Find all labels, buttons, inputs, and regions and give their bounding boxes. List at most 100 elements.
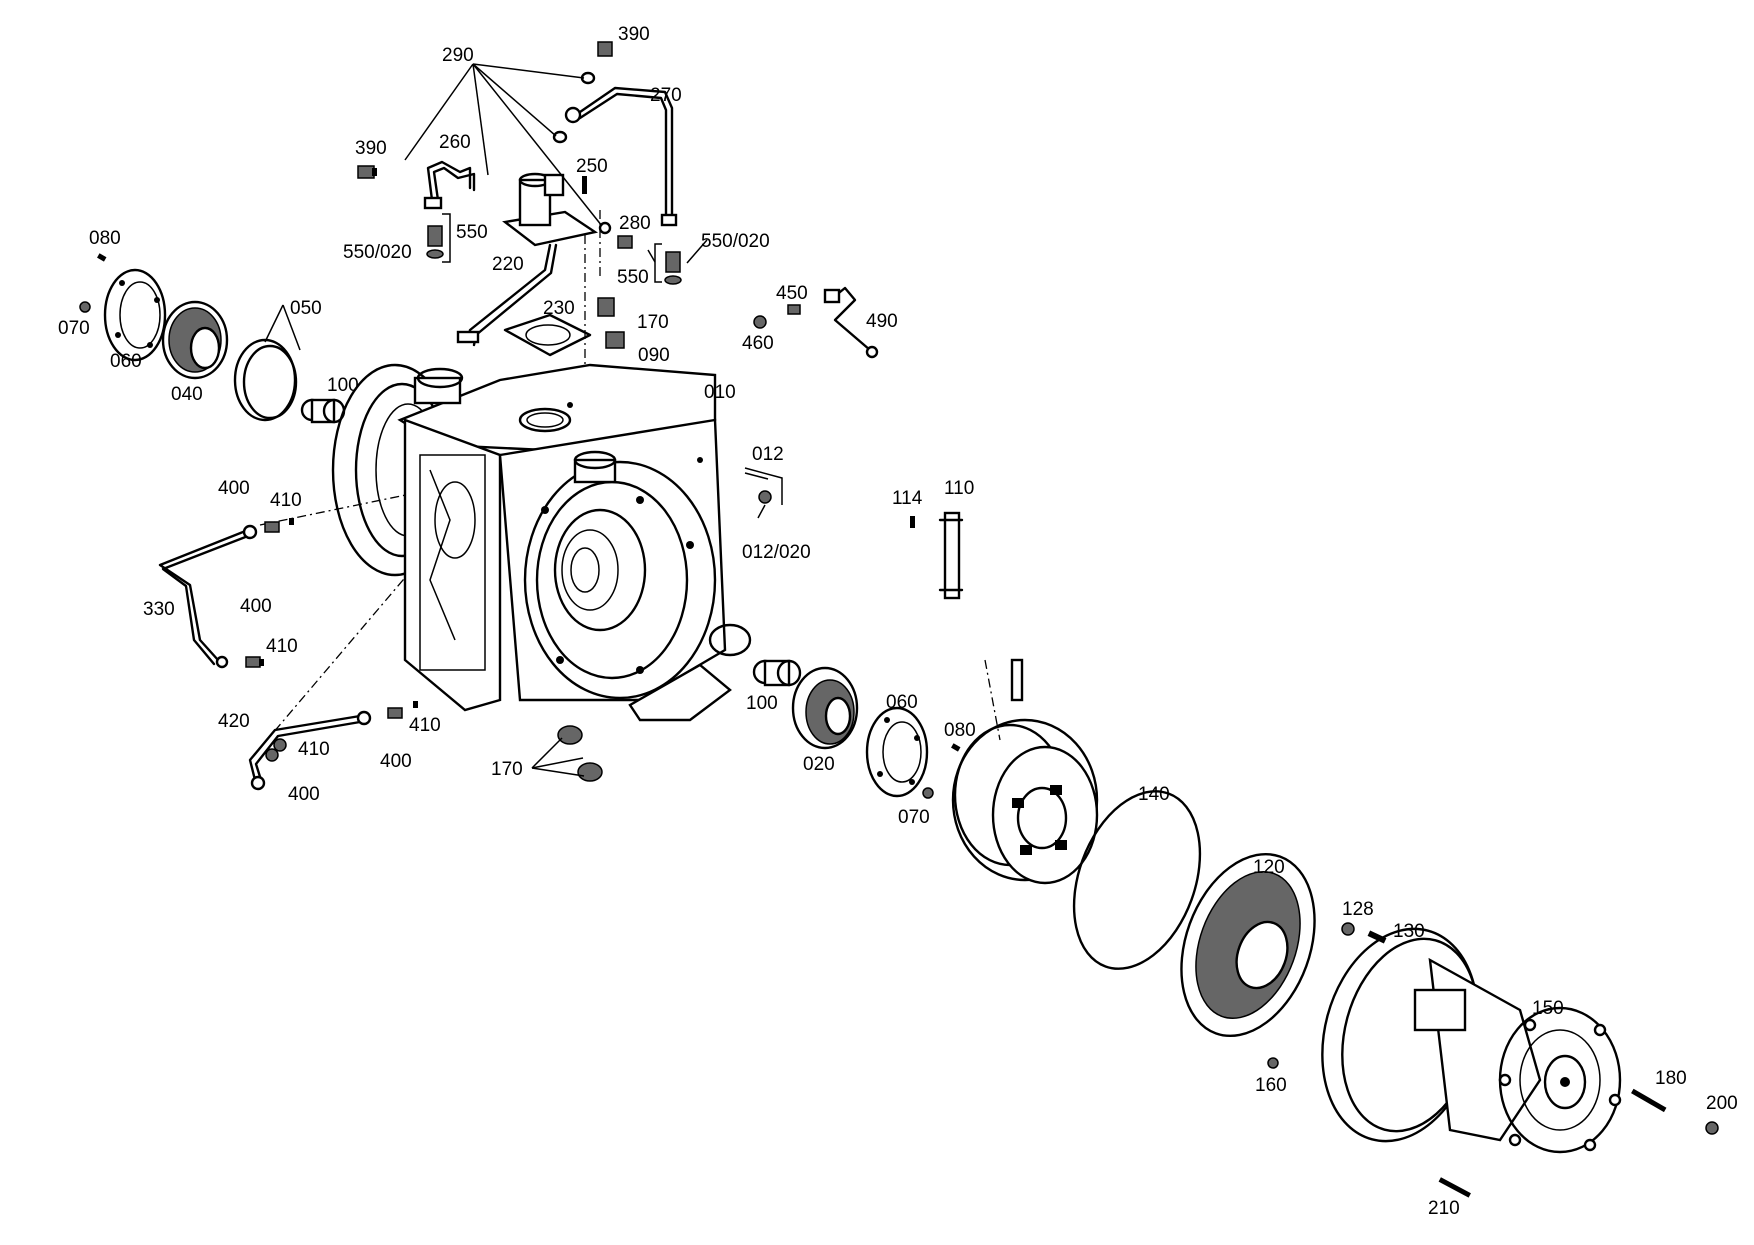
label-080-left: 080 xyxy=(89,228,121,249)
label-060-right: 060 xyxy=(886,692,918,713)
part-220-valve-block xyxy=(456,172,599,347)
label-090: 090 xyxy=(638,345,670,366)
label-012-020: 012/020 xyxy=(742,542,811,563)
label-280: 280 xyxy=(619,213,651,234)
part-128-washer xyxy=(1341,922,1355,936)
label-330: 330 xyxy=(143,599,175,620)
label-270: 270 xyxy=(650,85,682,106)
part-080-pin-left xyxy=(97,253,107,262)
label-400-a: 400 xyxy=(218,478,250,499)
label-390-top: 390 xyxy=(618,24,650,45)
label-410-c: 410 xyxy=(409,715,441,736)
part-180-stud xyxy=(1631,1088,1667,1113)
label-400-b: 400 xyxy=(240,596,272,617)
part-390-plug-left xyxy=(357,165,377,179)
label-012: 012 xyxy=(752,444,784,465)
part-050-ring xyxy=(233,338,298,422)
label-410-a: 410 xyxy=(270,490,302,511)
label-110: 110 xyxy=(944,478,974,499)
label-170-bottom: 170 xyxy=(491,759,523,780)
part-012-plug xyxy=(758,490,772,504)
label-100-right: 100 xyxy=(746,693,778,714)
part-170-plug-b xyxy=(577,762,603,782)
label-490: 490 xyxy=(866,311,898,332)
label-450: 450 xyxy=(776,283,808,304)
part-330-pipe xyxy=(158,524,258,669)
part-210-stud xyxy=(1438,1177,1471,1198)
label-070-left: 070 xyxy=(58,318,90,339)
part-080-pin-right xyxy=(951,743,961,752)
label-114: 114 xyxy=(892,488,923,509)
part-070-screw-left xyxy=(79,301,91,313)
main-housing-010 xyxy=(331,363,752,722)
part-130-screw xyxy=(1367,930,1387,944)
label-180: 180 xyxy=(1655,1068,1687,1089)
label-100-left: 100 xyxy=(327,375,359,396)
label-250: 250 xyxy=(576,156,608,177)
part-150-axle-housing xyxy=(1321,927,1622,1154)
part-170-plug-top xyxy=(597,297,615,317)
label-210: 210 xyxy=(1428,1198,1460,1219)
part-060-cover-left xyxy=(103,268,167,362)
label-410-d: 410 xyxy=(298,739,330,760)
label-120: 120 xyxy=(1253,857,1285,878)
label-070-right: 070 xyxy=(898,807,930,828)
part-100-bushing-right xyxy=(752,659,802,687)
part-200-nut xyxy=(1705,1121,1719,1135)
label-550-right: 550 xyxy=(617,267,649,288)
label-550-020-right: 550/020 xyxy=(701,231,770,252)
label-050: 050 xyxy=(290,298,322,319)
label-260: 260 xyxy=(439,132,471,153)
clutch-assembly xyxy=(951,658,1099,885)
label-040: 040 xyxy=(171,384,203,405)
label-390-left: 390 xyxy=(355,138,387,159)
part-270-pipe xyxy=(564,86,678,227)
label-010: 010 xyxy=(704,382,736,403)
label-080-right: 080 xyxy=(944,720,976,741)
part-090-plug xyxy=(605,331,625,349)
fittings-400-410 xyxy=(245,518,418,762)
label-170-top: 170 xyxy=(637,312,669,333)
label-220: 220 xyxy=(492,254,524,275)
label-460: 460 xyxy=(742,333,774,354)
part-420-pipe xyxy=(248,710,372,791)
label-400-d: 400 xyxy=(288,784,320,805)
part-160-pin xyxy=(1267,1057,1279,1069)
part-290-seal-c xyxy=(598,221,612,235)
part-550-fittings-right xyxy=(664,251,682,285)
label-160: 160 xyxy=(1255,1075,1287,1096)
label-060-left: 060 xyxy=(110,351,142,372)
part-020-bearing xyxy=(791,666,859,750)
part-100-bushing-left xyxy=(300,398,346,424)
part-060-cover-right xyxy=(865,706,929,798)
label-200: 200 xyxy=(1706,1093,1738,1114)
part-230-gasket xyxy=(503,313,592,357)
part-450-plug xyxy=(787,304,801,315)
label-150: 150 xyxy=(1532,998,1564,1019)
label-230: 230 xyxy=(543,298,575,319)
label-420: 420 xyxy=(218,711,250,732)
part-250-screw xyxy=(582,176,587,194)
part-114-pin xyxy=(910,516,915,528)
part-290-seal-b xyxy=(552,130,568,144)
part-110-bracket xyxy=(938,511,964,600)
label-410-b: 410 xyxy=(266,636,298,657)
label-140: 140 xyxy=(1138,784,1170,805)
part-120-flange-plate xyxy=(1180,852,1316,1038)
part-490-pipe xyxy=(823,286,879,359)
part-550-fittings-left xyxy=(426,225,444,259)
label-550-left: 550 xyxy=(456,222,488,243)
part-460-seal xyxy=(753,315,767,329)
leader-lines xyxy=(264,63,769,777)
label-290: 290 xyxy=(442,45,474,66)
part-labels: 010 012 012/020 020 040 050 060 060 070 … xyxy=(58,24,1738,1219)
part-170-plug-a xyxy=(557,725,583,745)
group-brackets xyxy=(442,213,783,505)
part-390-plug-top xyxy=(597,41,613,57)
part-260-pipe xyxy=(423,160,476,210)
part-070-screw-right xyxy=(922,787,934,799)
part-280-plug xyxy=(617,235,633,249)
part-140-o-ring xyxy=(1072,790,1202,970)
